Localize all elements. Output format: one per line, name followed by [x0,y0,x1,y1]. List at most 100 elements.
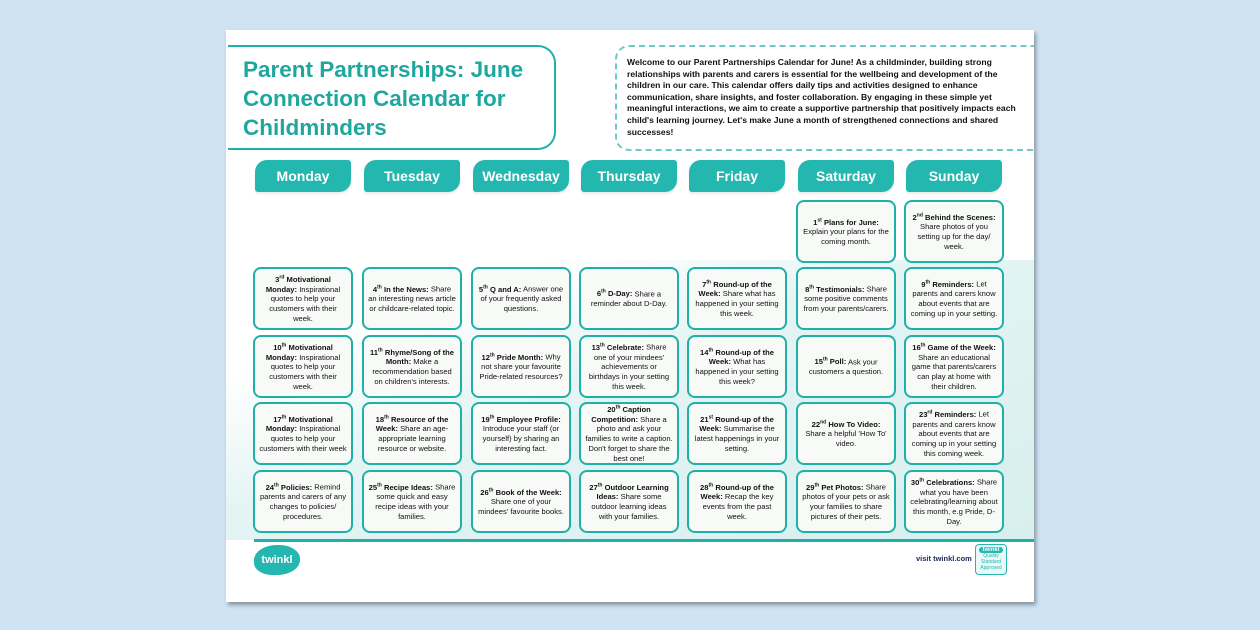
activity-text: Share photos of your pets or ask your fa… [802,482,890,522]
day-suffix: th [384,414,389,421]
calendar-day-15: 15th Poll: Ask your customers a question… [796,335,896,398]
day-number: 4 [372,284,378,294]
calendar-day-13: 13th Celebrate: Share one of your mindee… [579,335,679,398]
calendar-page: Parent Partnerships: June Connection Cal… [226,30,1034,602]
activity-title: Reminders: [934,409,977,419]
activity-text: Make a recommendation based on children'… [372,357,452,387]
activity-text: Introduce your staff (or yourself) by sh… [482,424,560,454]
activity-title: Celebrate: [606,342,645,352]
twinkl-logo[interactable]: twinkl [254,545,300,575]
day-suffix: th [600,342,605,349]
day-number: 8 [805,284,810,294]
day-number: 2 [912,212,917,222]
footer-divider [254,539,1034,542]
calendar-day-24: 24th Policies: Remind parents and carers… [253,470,353,533]
activity-title: Book of the Week: [495,487,562,497]
calendar-day-26: 26th Book of the Week: Share one of your… [471,470,571,533]
day-number: 30 [910,477,920,487]
activity-text: Explain your plans for the coming month. [803,227,889,247]
day-suffix: th [377,284,382,291]
day-suffix: th [281,342,287,349]
day-number: 29 [806,482,815,492]
calendar-day-18: 18th Resource of the Week: Share an age-… [362,402,462,465]
day-suffix: th [483,284,488,291]
day-suffix: th [814,482,820,489]
day-suffix: st [817,217,822,224]
day-header-thursday: Thursday [581,160,677,192]
day-header-saturday: Saturday [798,160,894,192]
activity-title: Resource of the Week: [375,414,449,434]
day-number: 6 [596,289,602,299]
activity-title: Outdoor Learning Ideas: [596,482,669,502]
activity-text: Inspirational quotes to help your custom… [269,284,341,323]
calendar-day-27: 27th Outdoor Learning Ideas: Share some … [579,470,679,533]
activity-title: In the News: [383,284,429,294]
day-header-tuesday: Tuesday [364,160,460,192]
activity-text: Share a photo and ask your families to w… [585,414,673,463]
calendar-day-25: 25th Recipe Ideas: Share some quick and … [362,470,462,533]
activity-title: Motivational Monday: [265,414,333,434]
activity-title: Motivational Monday: [265,274,331,294]
activity-title: Pride Month: [496,352,544,362]
activity-title: Testimonials: [816,284,865,294]
day-suffix: th [377,347,383,354]
day-header-friday: Friday [689,160,785,192]
calendar-day-11: 11th Rhyme/Song of the Month: Make a rec… [362,335,462,398]
calendar-day-9: 9th Reminders: Let parents and carers kn… [904,267,1004,330]
title-box: Parent Partnerships: June Connection Cal… [228,45,556,150]
visit-link[interactable]: visit twinkl.com [916,554,972,563]
day-number: 22 [811,419,821,429]
day-number: 11 [369,347,378,357]
activity-text: Share a reminder about D-Day. [590,289,668,309]
day-suffix: st [708,414,714,421]
activity-text: What has happened in your setting this w… [695,357,779,387]
calendar-day-10: 10th Motivational Monday: Inspirational … [253,335,353,398]
activity-text: Remind parents and carers of any changes… [259,482,347,522]
badge-logo: twinkl [979,547,1003,553]
day-suffix: th [708,347,714,354]
day-number: 9 [921,279,926,289]
activity-text: Share an interesting news article or chi… [368,284,456,314]
day-suffix: th [822,356,828,363]
day-number: 20 [607,404,616,414]
day-number: 14 [700,347,709,357]
day-suffix: nd [916,212,923,219]
day-suffix: th [601,288,606,295]
calendar-day-2: 2nd Behind the Scenes: Share photos of y… [904,200,1004,263]
day-suffix: th [615,404,621,411]
activity-title: Recipe Ideas: [383,482,433,492]
day-header-wednesday: Wednesday [473,160,569,192]
activity-title: Motivational Monday: [265,342,333,362]
day-header-sunday: Sunday [906,160,1002,192]
activity-text: Recap the key events from the past week. [702,492,774,522]
calendar-day-19: 19th Employee Profile: Introduce your st… [471,402,571,465]
activity-title: Rhyme/Song of the Month: [384,347,455,367]
day-number: 19 [481,414,490,424]
activity-text: Why not share your favourite Pride-relat… [479,352,563,382]
day-suffix: rd [279,274,285,281]
day-number: 3 [275,274,280,284]
badge-text: Quality Standard Approved [980,553,1002,571]
activity-title: Pet Photos: [821,482,864,492]
activity-title: Round-up of the Week: [699,414,774,434]
calendar-day-6: 6th D-Day: Share a reminder about D-Day. [579,267,679,330]
day-number: 24 [265,482,275,492]
day-number: 25 [368,482,378,492]
activity-text: Answer one of your frequently asked ques… [480,284,564,314]
day-suffix: th [489,414,495,421]
activity-text: Share a helpful 'How To' video. [805,429,887,449]
activity-title: Caption Competition: [591,404,651,424]
activity-title: Round-up of the Week: [698,279,772,299]
day-suffix: th [920,342,926,349]
day-number: 7 [702,279,707,289]
activity-text: Inspirational quotes to help your custom… [269,352,341,391]
day-suffix: th [925,279,931,286]
activity-title: Behind the Scenes: [925,212,996,222]
activity-title: Plans for June: [823,217,879,227]
day-suffix: th [597,482,603,489]
intro-text: Welcome to our Parent Partnerships Calen… [615,45,1034,151]
activity-text: Share one of your mindees' favourite boo… [478,497,564,517]
activity-text: Share what you have been celebrating/lea… [910,477,998,526]
day-suffix: th [809,284,815,291]
activity-text: Share an educational game that parents/c… [911,352,997,391]
